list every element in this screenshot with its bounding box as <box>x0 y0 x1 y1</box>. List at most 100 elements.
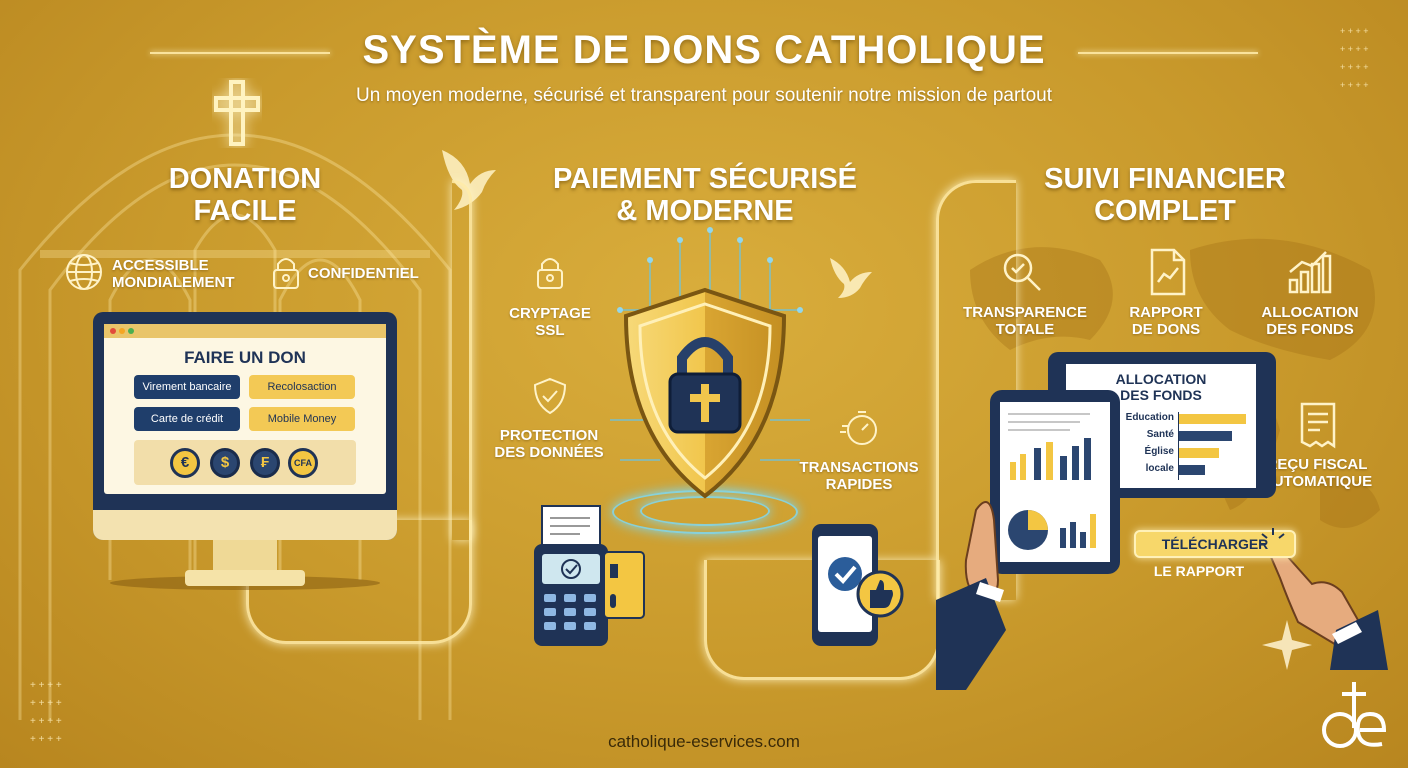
svg-text:+ + + +: + + + + <box>1340 62 1369 72</box>
method-mobile-money-button[interactable]: Mobile Money <box>249 407 355 431</box>
allocation-label: Education <box>1125 412 1174 423</box>
svg-text:+ + + +: + + + + <box>1340 26 1369 36</box>
svg-text:+ + + +: + + + + <box>1340 80 1369 90</box>
shield-ring-inner <box>640 496 770 526</box>
feature-report-line2: DE DONS <box>1131 321 1201 338</box>
cathedral-background <box>18 133 452 720</box>
feature-data-protection-line2: DES DONNÉES <box>494 444 604 461</box>
svg-text:+ + + +: + + + + <box>30 734 62 745</box>
tracking-title-line2: COMPLET <box>1094 195 1236 227</box>
payment-section-title: PAIEMENT SÉCURISÉ & MODERNE <box>520 163 890 227</box>
connector-line-1b <box>452 180 472 540</box>
brand-logo-icon <box>1322 682 1387 748</box>
bar-chart-icon <box>1288 251 1332 294</box>
report-doc-icon <box>1150 248 1186 296</box>
feature-transparency-line2: TOTALE <box>995 321 1055 338</box>
donation-section-title: DONATION FACILE <box>130 163 360 227</box>
currency-dollar-icon[interactable]: $ <box>210 448 240 478</box>
dove-small-icon <box>830 258 872 298</box>
monitor-chin <box>93 510 397 540</box>
download-report-button[interactable]: TÉLÉCHARGER <box>1134 530 1296 558</box>
tracking-title-line1: SUIVI FINANCIER <box>1044 163 1286 195</box>
feature-confidentiel-line1: CONFIDENTIEL <box>308 265 419 282</box>
feature-tax-receipt-line1: REÇU FISCAL <box>1266 456 1368 473</box>
allocation-label: Église <box>1144 446 1174 457</box>
feature-allocation-line1: ALLOCATION <box>1261 304 1359 321</box>
window-dot-red <box>110 328 116 334</box>
donate-form-heading: FAIRE UN DON <box>184 348 306 367</box>
feature-ssl: CRYPTAGE SSL <box>500 305 600 339</box>
dove-icon <box>442 150 496 210</box>
receipt-icon <box>1300 402 1336 449</box>
svg-text:+ + + +: + + + + <box>1340 44 1369 54</box>
feature-accessible-line1: ACCESSIBLE <box>112 257 209 274</box>
feature-transparency-line1: TRANSPARENCE <box>963 304 1087 321</box>
feature-transparency: TRANSPARENCE TOTALE <box>962 304 1088 338</box>
currency-franc-icon[interactable]: ₣ <box>250 448 280 478</box>
connector-line-2b <box>936 180 1016 600</box>
feature-accessible: ACCESSIBLE MONDIALEMENT <box>112 257 242 291</box>
pointing-hand-icon <box>1266 543 1388 670</box>
dot-grid-decoration-right: + + + + + + + + + + + + + + + + <box>1340 26 1369 90</box>
window-dot-yellow <box>119 328 125 334</box>
svg-text:+ + + +: + + + + <box>30 716 62 727</box>
click-sparkle-icon <box>1260 528 1285 545</box>
title-rule-left <box>150 52 330 54</box>
feature-fast-transactions-line2: RAPIDES <box>825 476 893 493</box>
download-report-label: LE RAPPORT <box>1153 563 1245 579</box>
feature-tax-receipt: REÇU FISCAL AUTOMATIQUE <box>1254 456 1380 490</box>
allocation-bar <box>1178 431 1232 441</box>
window-dot-green <box>128 328 134 334</box>
feature-fast-transactions: TRANSACTIONS RAPIDES <box>796 459 922 493</box>
tracking-section-title: SUIVI FINANCIER COMPLET <box>1020 163 1310 227</box>
dot-grid-decoration: + + + ++ + + ++ + + ++ + + + <box>30 680 62 745</box>
cross-icon <box>214 80 260 146</box>
currency-cfa-icon[interactable]: CFA <box>288 448 318 478</box>
footer-url[interactable]: catholique-eservices.com <box>608 732 800 751</box>
smartphone-icon <box>812 524 904 646</box>
shield-check-icon <box>533 377 567 415</box>
method-recolosaction-button[interactable]: Recolosaction <box>249 375 355 399</box>
feature-data-protection: PROTECTION DES DONNÉES <box>486 427 612 461</box>
donation-title-line2: FACILE <box>193 195 297 227</box>
lock-icon <box>273 258 299 289</box>
currency-tray <box>134 440 356 485</box>
monitor-titlebar <box>104 324 386 338</box>
currency-euro-icon[interactable]: € <box>170 448 200 478</box>
hand-holding-tablet-icon <box>936 501 1006 690</box>
allocation-chart-title: ALLOCATION DES FONDS <box>1066 371 1256 403</box>
allocation-axis <box>1178 412 1179 480</box>
title-rule-right <box>1078 52 1258 54</box>
stopwatch-icon <box>840 411 877 445</box>
payment-title-line2: & MODERNE <box>616 195 794 227</box>
allocation-chart-title-line2: DES FONDS <box>1120 387 1202 403</box>
method-credit-card-button[interactable]: Carte de crédit <box>134 407 240 431</box>
feature-report: RAPPORT DE DONS <box>1116 304 1216 338</box>
feature-allocation: ALLOCATION DES FONDS <box>1254 304 1366 338</box>
svg-text:+ + + +: + + + + <box>30 680 62 691</box>
donation-title-line1: DONATION <box>168 163 322 195</box>
feature-data-protection-line1: PROTECTION <box>499 427 599 444</box>
magnifier-check-icon <box>1003 253 1041 291</box>
feature-ssl-line2: SSL <box>535 322 565 339</box>
feature-accessible-line2: MONDIALEMENT <box>112 274 235 291</box>
method-bank-transfer-button[interactable]: Virement bancaire <box>134 375 240 399</box>
allocation-label: locale <box>1145 463 1174 474</box>
padlock-icon <box>537 258 563 289</box>
feature-tax-receipt-line2: AUTOMATIQUE <box>1261 473 1373 490</box>
allocation-label: Santé <box>1146 429 1174 440</box>
page-title: SYSTÈME DE DONS CATHOLIQUE <box>362 28 1046 72</box>
allocation-bar <box>1178 448 1219 458</box>
globe-icon <box>66 254 102 290</box>
security-shield-icon <box>623 287 787 499</box>
allocation-bar <box>1178 414 1246 424</box>
allocation-bar <box>1178 465 1205 475</box>
feature-allocation-line2: DES FONDS <box>1266 321 1354 338</box>
feature-ssl-line1: CRYPTAGE <box>509 305 591 322</box>
feature-confidentiel: CONFIDENTIEL <box>308 265 428 282</box>
sparkle-icon <box>1262 620 1312 670</box>
payment-terminal-icon <box>534 505 645 646</box>
payment-title-line1: PAIEMENT SÉCURISÉ <box>552 163 857 195</box>
allocation-chart-title-line1: ALLOCATION <box>1115 371 1207 387</box>
